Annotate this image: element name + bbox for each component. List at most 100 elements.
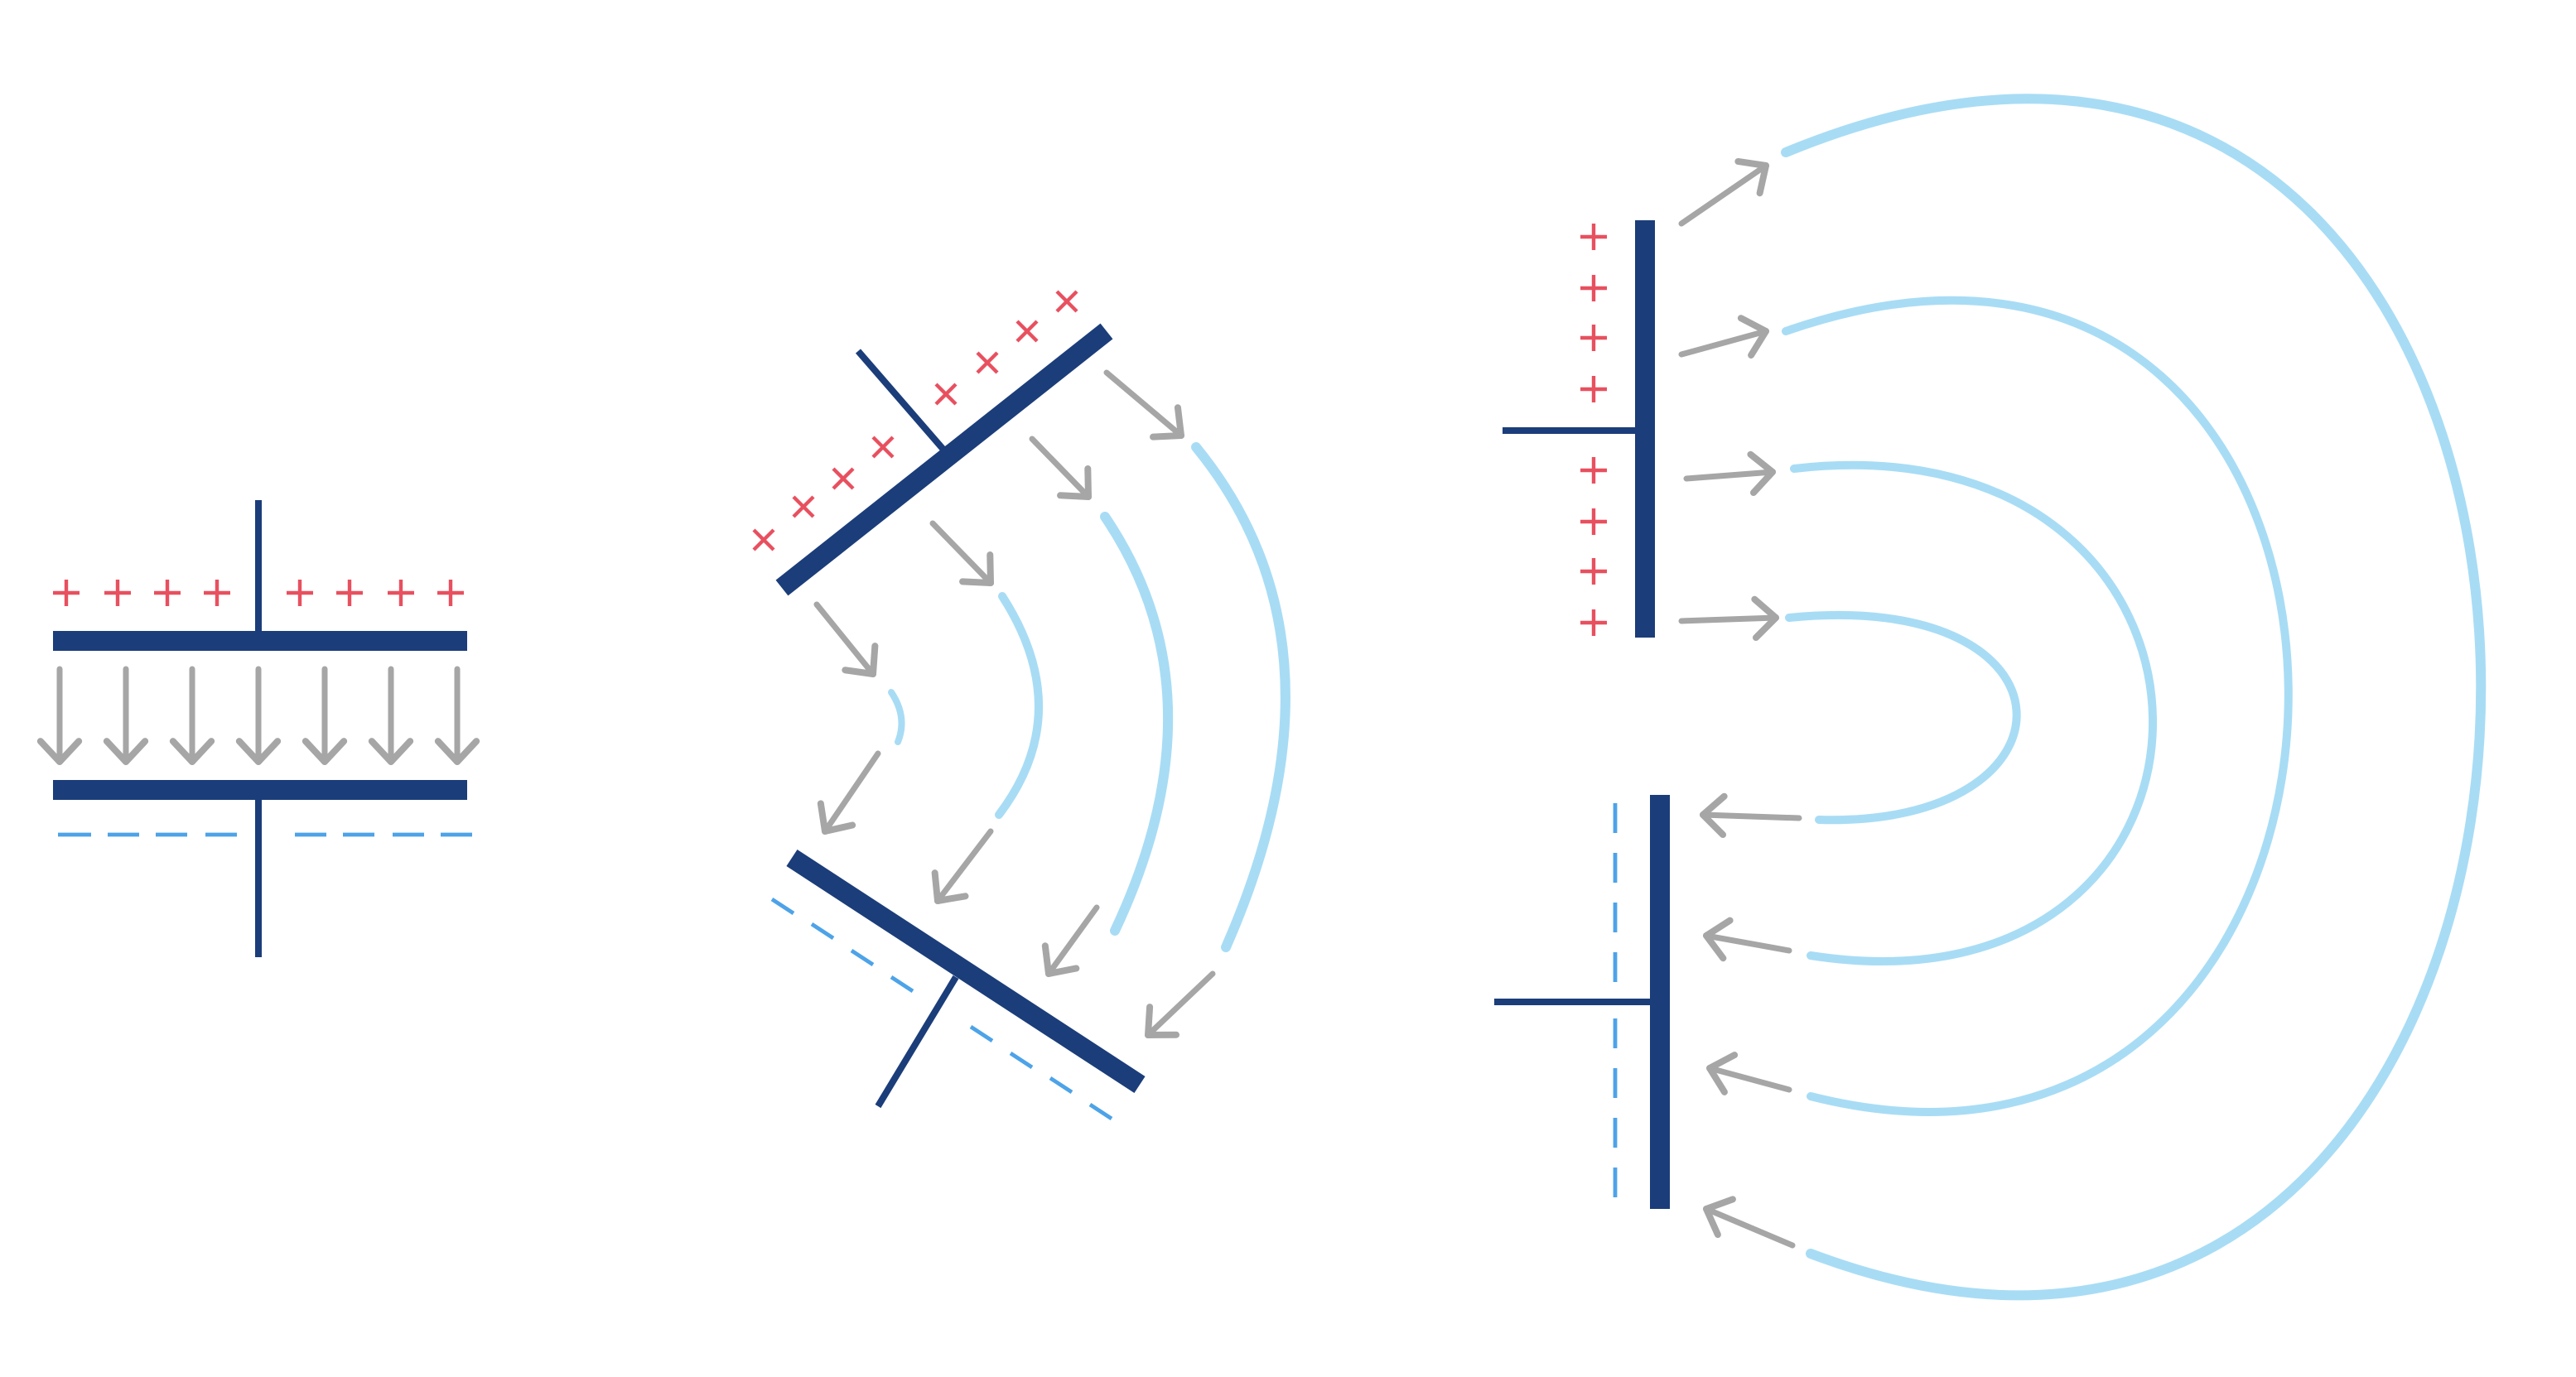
field-arrow: [368, 666, 414, 765]
arrow-shaft: [1029, 436, 1092, 500]
field-line: [888, 689, 905, 745]
arrow-head: [842, 667, 876, 677]
positive-charge: [1055, 290, 1078, 313]
arrow-head: [368, 738, 394, 765]
arrow-head: [822, 821, 856, 835]
arrow-head: [1703, 1206, 1721, 1239]
positive-charge: [792, 495, 815, 518]
field-line: [1790, 460, 2157, 965]
arrow-shaft: [822, 750, 881, 835]
cross-b: [832, 467, 855, 490]
positive-charge: [1580, 275, 1607, 301]
field-arrow: [235, 666, 282, 765]
positive-charge: [976, 351, 999, 374]
field-arrow: [169, 666, 215, 765]
negative-charge: [1088, 1102, 1113, 1121]
positive-charge: [1580, 325, 1607, 351]
field-arrow: [1700, 792, 1802, 839]
negative-charge: [1009, 1051, 1034, 1070]
arrow-shaft: [813, 601, 876, 677]
field-arrow: [103, 666, 149, 765]
positive-charge: [1580, 508, 1607, 535]
arrow-head: [934, 893, 969, 904]
arrow-head: [434, 738, 461, 765]
positive-charge: [871, 436, 895, 459]
field-arrow: [1703, 917, 1792, 962]
arrow-head: [1752, 614, 1779, 642]
arrow-shaft: [1678, 614, 1779, 624]
cross-b: [934, 383, 958, 406]
positive-charge: [1580, 609, 1607, 636]
negative-charge: [969, 1024, 994, 1043]
arrow-head: [987, 551, 994, 586]
arrow-head: [189, 738, 215, 765]
positive-charge: [1580, 457, 1607, 484]
arrow-head: [1703, 917, 1734, 939]
positive-charge: [53, 580, 80, 606]
arrow-shaft: [1678, 328, 1769, 358]
field-arrow: [817, 750, 881, 835]
arrow-head: [169, 738, 195, 765]
arrow-head: [1737, 315, 1769, 335]
positive-charge: [336, 580, 363, 606]
coplanar-plate-capacitor: [1494, 94, 2487, 1301]
arrow-head: [1749, 469, 1776, 497]
positive-charge: [104, 580, 131, 606]
cross-b: [976, 351, 999, 374]
arrow-head: [1041, 942, 1052, 977]
positive-charge: [204, 580, 230, 606]
arrow-head: [1751, 595, 1779, 621]
positive-charge: [388, 580, 414, 606]
arrow-shaft: [1700, 811, 1802, 821]
arrow-head: [255, 738, 282, 765]
arrow-head: [1706, 1065, 1728, 1095]
arrow-head: [1747, 450, 1776, 475]
arrow-head: [1150, 432, 1184, 441]
arrow-head: [123, 738, 149, 765]
field-arrow: [1678, 595, 1779, 642]
positive-charge: [1580, 558, 1607, 585]
wire-top: [855, 349, 948, 453]
arrow-head: [454, 738, 480, 765]
arrow-head: [1057, 492, 1092, 500]
arrow-shaft: [1706, 1065, 1792, 1093]
negative-charge: [770, 897, 795, 916]
arrow-head: [1174, 404, 1184, 439]
field-arrow: [1683, 450, 1776, 497]
negative-charge: [850, 948, 875, 967]
field-arrow: [434, 666, 480, 765]
field-arrow: [1703, 1196, 1796, 1249]
positive-charge: [832, 467, 855, 490]
arrow-head: [870, 643, 879, 677]
positive-charge: [1580, 376, 1607, 402]
arrow-head: [235, 738, 262, 765]
arrow-head: [56, 738, 83, 765]
positive-charge: [287, 580, 313, 606]
field-arrow: [813, 601, 879, 677]
positive-charge: [1580, 224, 1607, 250]
cross-b: [792, 495, 815, 518]
positive-charge: [437, 580, 464, 606]
field-arrow: [36, 666, 83, 765]
cross-b: [871, 436, 895, 459]
arrow-shaft: [1703, 1206, 1796, 1249]
field-arrow: [1706, 1052, 1792, 1095]
field-arrow: [931, 828, 994, 904]
wire-bottom: [875, 975, 959, 1109]
negative-charge: [810, 922, 835, 941]
field-line: [1100, 512, 1174, 936]
arrow-head: [1756, 162, 1769, 197]
arrow-head: [1748, 328, 1769, 359]
arrow-shaft: [1103, 369, 1184, 439]
arrow-head: [1703, 932, 1727, 962]
field-arrow: [929, 520, 994, 586]
arrow-shaft: [1045, 904, 1100, 977]
negative-charge: [890, 975, 914, 994]
field-arrow: [1029, 436, 1092, 500]
field-arrow: [1145, 970, 1216, 1038]
arrow-head: [103, 738, 129, 765]
arrow-shaft: [1678, 162, 1769, 227]
arrow-head: [817, 800, 828, 835]
arrow-head: [1703, 1196, 1736, 1212]
positive-charge: [154, 580, 181, 606]
